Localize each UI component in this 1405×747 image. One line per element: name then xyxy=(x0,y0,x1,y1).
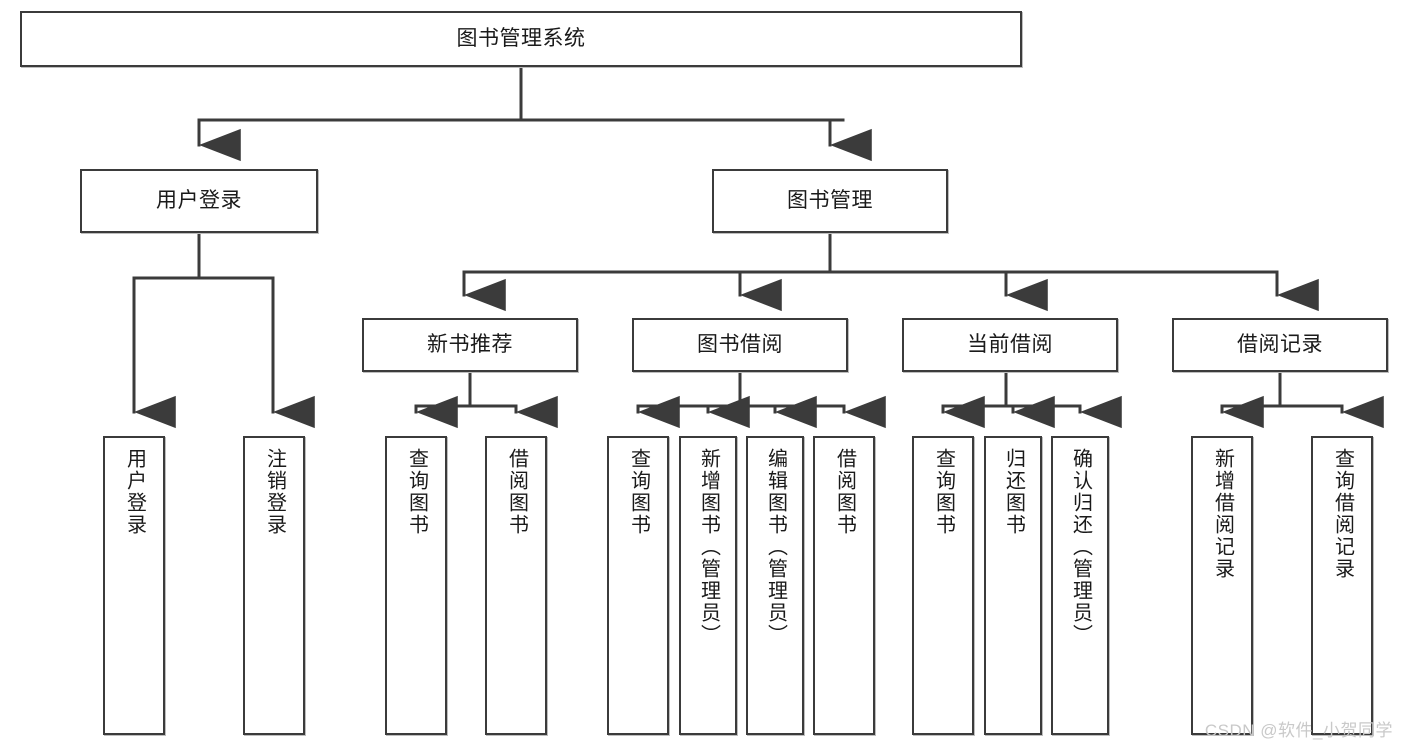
leaf-confirm-return-admin-label: 确认归还（管理员） xyxy=(1069,448,1092,646)
leaf-query-borrow-record[interactable]: 查询借阅记录 xyxy=(1311,436,1373,735)
leaf-query-book-2-label: 查询图书 xyxy=(627,448,650,536)
node-current-borrow[interactable]: 当前借阅 xyxy=(902,318,1118,372)
node-new-book-recommend-label: 新书推荐 xyxy=(427,332,513,356)
leaf-borrow-book-2-label: 借阅图书 xyxy=(833,448,856,536)
leaf-borrow-book-2[interactable]: 借阅图书 xyxy=(813,436,875,735)
leaf-add-book-admin-label: 新增图书（管理员） xyxy=(697,448,720,646)
node-new-book-recommend[interactable]: 新书推荐 xyxy=(362,318,578,372)
leaf-query-book-1-label: 查询图书 xyxy=(405,448,428,536)
leaf-user-login[interactable]: 用户登录 xyxy=(103,436,165,735)
node-user-login-label: 用户登录 xyxy=(156,188,242,212)
leaf-add-borrow-record[interactable]: 新增借阅记录 xyxy=(1191,436,1253,735)
node-borrow-records-label: 借阅记录 xyxy=(1237,332,1323,356)
node-book-borrow-label: 图书借阅 xyxy=(697,332,783,356)
leaf-add-book-admin[interactable]: 新增图书（管理员） xyxy=(679,436,737,735)
node-root[interactable]: 图书管理系统 xyxy=(20,11,1022,67)
leaf-borrow-book-1-label: 借阅图书 xyxy=(505,448,528,536)
leaf-logout[interactable]: 注销登录 xyxy=(243,436,305,735)
leaf-query-book-3[interactable]: 查询图书 xyxy=(912,436,974,735)
leaf-edit-book-admin[interactable]: 编辑图书（管理员） xyxy=(746,436,804,735)
csdn-watermark: CSDN @软件_小贺同学 xyxy=(1204,721,1393,740)
leaf-query-book-2[interactable]: 查询图书 xyxy=(607,436,669,735)
node-root-label: 图书管理系统 xyxy=(456,26,586,50)
leaf-edit-book-admin-label: 编辑图书（管理员） xyxy=(764,448,787,646)
leaf-user-login-label: 用户登录 xyxy=(123,448,146,536)
node-current-borrow-label: 当前借阅 xyxy=(967,332,1053,356)
leaf-borrow-book-1[interactable]: 借阅图书 xyxy=(485,436,547,735)
leaf-return-book[interactable]: 归还图书 xyxy=(984,436,1042,735)
leaf-query-book-1[interactable]: 查询图书 xyxy=(385,436,447,735)
leaf-confirm-return-admin[interactable]: 确认归还（管理员） xyxy=(1051,436,1109,735)
leaf-query-borrow-record-label: 查询借阅记录 xyxy=(1331,448,1354,580)
node-borrow-records[interactable]: 借阅记录 xyxy=(1172,318,1388,372)
leaf-return-book-label: 归还图书 xyxy=(1002,448,1025,536)
node-book-management[interactable]: 图书管理 xyxy=(712,169,948,233)
node-user-login[interactable]: 用户登录 xyxy=(80,169,318,233)
leaf-add-borrow-record-label: 新增借阅记录 xyxy=(1211,448,1234,580)
node-book-management-label: 图书管理 xyxy=(787,188,873,212)
leaf-logout-label: 注销登录 xyxy=(263,448,286,536)
leaf-query-book-3-label: 查询图书 xyxy=(932,448,955,536)
node-book-borrow[interactable]: 图书借阅 xyxy=(632,318,848,372)
